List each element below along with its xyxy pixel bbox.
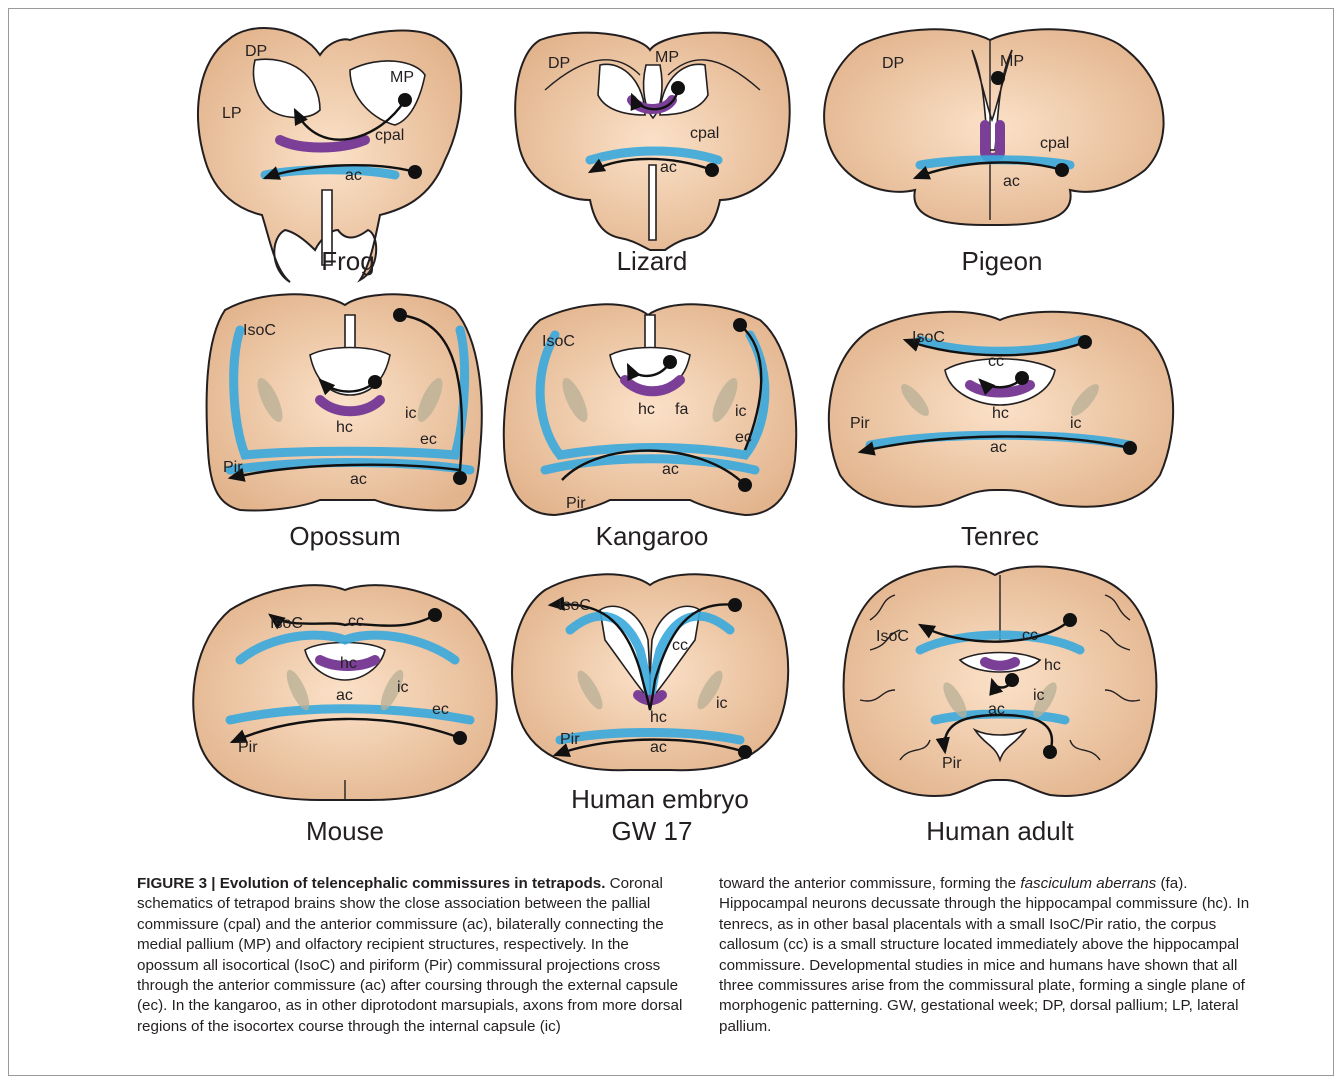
mouse-ic-label: ic <box>397 679 409 696</box>
panel-human-embryo: IsoC cc ic hc Pir ac Human embryo GW 17 <box>512 574 788 846</box>
frog-cpal-label: cpal <box>375 127 404 144</box>
opossum-ec-label: ec <box>420 431 437 448</box>
lizard-dp-label: DP <box>548 55 570 72</box>
mouse-ac-label: ac <box>336 687 353 704</box>
panel-pigeon: DP MP cpal ac Pigeon <box>824 29 1163 276</box>
embryo-cc-label: cc <box>672 637 688 654</box>
tenrec-title: Tenrec <box>961 521 1039 551</box>
pigeon-ac-label: ac <box>1003 173 1020 190</box>
tenrec-hc-label: hc <box>992 405 1009 422</box>
opossum-title: Opossum <box>289 521 400 551</box>
adult-ac-label: ac <box>988 701 1005 718</box>
embryo-subtitle: GW 17 <box>612 816 693 846</box>
embryo-title: Human embryo <box>571 784 749 814</box>
embryo-isoc-label: IsoC <box>558 597 591 614</box>
tenrec-cc-label: cc <box>988 353 1004 370</box>
opossum-isoc-label: IsoC <box>243 322 276 339</box>
adult-pir-label: Pir <box>942 755 962 772</box>
caption-text-right-a: toward the anterior commissure, forming … <box>719 875 1020 892</box>
caption-column-right: toward the anterior commissure, forming … <box>719 874 1267 1037</box>
embryo-ac-label: ac <box>650 739 667 756</box>
mouse-ec-label: ec <box>432 701 449 718</box>
panel-human-adult: IsoC cc hc ic ac Pir Human adult <box>844 567 1157 846</box>
panel-opossum: IsoC hc ic ec Pir ac Opossum <box>207 294 482 551</box>
embryo-ic-label: ic <box>716 695 728 712</box>
kangaroo-fa-label: fa <box>675 401 688 418</box>
opossum-pir-label: Pir <box>223 459 243 476</box>
opossum-hc-label: hc <box>336 419 353 436</box>
kangaroo-ec-label: ec <box>735 429 752 446</box>
panel-frog: DP LP MP cpal ac Frog <box>198 28 461 282</box>
panel-tenrec: IsoC cc hc Pir ic ac Tenrec <box>829 312 1173 551</box>
tenrec-ic-label: ic <box>1070 415 1082 432</box>
panel-lizard: DP MP cpal ac Lizard <box>515 33 790 276</box>
kangaroo-hc-label: hc <box>638 401 655 418</box>
embryo-hc-label: hc <box>650 709 667 726</box>
tenrec-isoc-label: IsoC <box>912 329 945 346</box>
kangaroo-title: Kangaroo <box>596 521 709 551</box>
mouse-title: Mouse <box>306 816 384 846</box>
embryo-pir-label: Pir <box>560 731 580 748</box>
adult-title: Human adult <box>926 816 1074 846</box>
adult-hc-label: hc <box>1044 657 1061 674</box>
adult-ic-label: ic <box>1033 687 1045 704</box>
kangaroo-ic-label: ic <box>735 403 747 420</box>
caption-column-left: FIGURE 3 | Evolution of telencephalic co… <box>137 874 685 1037</box>
pigeon-cpal-label: cpal <box>1040 135 1069 152</box>
lizard-ac-label: ac <box>660 159 677 176</box>
lizard-cpal-label: cpal <box>690 125 719 142</box>
frog-title: Frog <box>321 246 374 276</box>
pigeon-dp-label: DP <box>882 55 904 72</box>
opossum-ac-label: ac <box>350 471 367 488</box>
caption-italic-term: fasciculum aberrans <box>1020 875 1156 892</box>
mouse-cc-label: cc <box>348 613 364 630</box>
mouse-hc-label: hc <box>340 655 357 672</box>
adult-isoc-label: IsoC <box>876 628 909 645</box>
mouse-isoc-label: IsoC <box>270 615 303 632</box>
lizard-mp-label: MP <box>655 49 679 66</box>
frog-lp-label: LP <box>222 105 242 122</box>
kangaroo-pir-label: Pir <box>566 495 586 512</box>
tenrec-ac-label: ac <box>990 439 1007 456</box>
pigeon-mp-label: MP <box>1000 53 1024 70</box>
frog-mp-label: MP <box>390 69 414 86</box>
caption-label: FIGURE 3 | Evolution of telencephalic co… <box>137 875 605 892</box>
figure-illustration: DP LP MP cpal ac Frog DP MP cpal ac Liza… <box>0 0 1344 860</box>
opossum-ic-label: ic <box>405 405 417 422</box>
caption-text-right-b: (fa). Hippocampal neurons decussate thro… <box>719 875 1249 1035</box>
frog-dp-label: DP <box>245 43 267 60</box>
lizard-title: Lizard <box>617 246 688 276</box>
caption-text-left: Coronal schematics of tetrapod brains sh… <box>137 875 682 1035</box>
tenrec-pir-label: Pir <box>850 415 870 432</box>
figure-caption: FIGURE 3 | Evolution of telencephalic co… <box>137 874 1327 1037</box>
pigeon-title: Pigeon <box>962 246 1043 276</box>
panel-mouse: IsoC cc hc ac ic ec Pir Mouse <box>193 585 497 846</box>
kangaroo-ac-label: ac <box>662 461 679 478</box>
mouse-pir-label: Pir <box>238 739 258 756</box>
panel-kangaroo: IsoC hc fa ic ec ac Pir Kangaroo <box>504 304 796 551</box>
kangaroo-isoc-label: IsoC <box>542 333 575 350</box>
adult-cc-label: cc <box>1022 627 1038 644</box>
frog-ac-label: ac <box>345 167 362 184</box>
